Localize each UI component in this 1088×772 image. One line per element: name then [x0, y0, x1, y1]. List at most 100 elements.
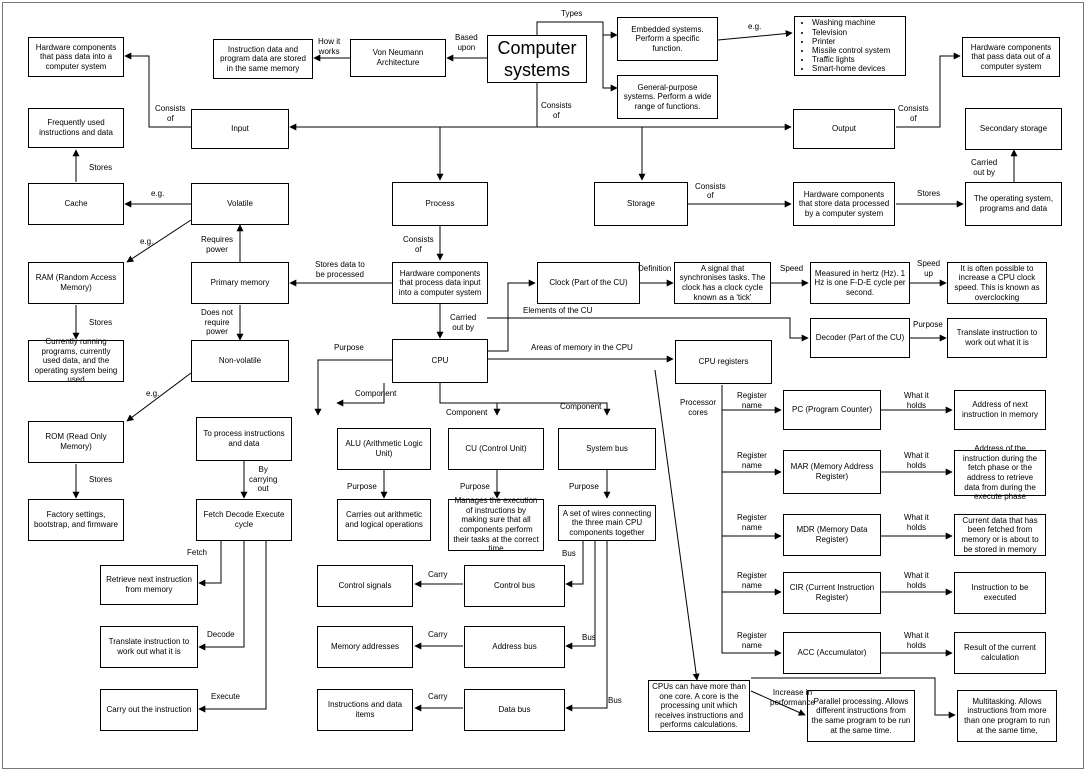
label-purpose-bus: Purpose — [569, 482, 599, 491]
primary-memory-node: Primary memory — [191, 262, 289, 304]
label-consists-of-main: Consists of — [541, 101, 572, 120]
hw-input-node: Hardware components that pass data into … — [28, 37, 124, 77]
mar-holds-node: Address of the instruction during the fe… — [954, 444, 1046, 501]
multitasking-node: Multitasking. Allows instructions from m… — [957, 690, 1057, 742]
label-areas-memory: Areas of memory in the CPU — [531, 343, 633, 352]
hw-process-node: Hardware components that process data in… — [392, 262, 488, 304]
decoder-purpose-node: Translate instruction to work out what i… — [947, 318, 1047, 358]
label-carried-out-by-cpu: Carried out by — [450, 313, 477, 332]
embedded-example-item: Smart-home devices — [812, 64, 890, 73]
embedded-example-item: Washing machine — [812, 18, 890, 27]
label-execute: Execute — [211, 692, 240, 701]
label-does-not-require: Does not require power — [201, 308, 234, 337]
label-carry-data: Carry — [428, 692, 448, 701]
cpu-node: CPU — [392, 339, 488, 383]
embedded-examples-list: Washing machineTelevisionPrinterMissile … — [798, 18, 890, 73]
secondary-storage-node: Secondary storage — [965, 108, 1062, 150]
label-stores-rom: Stores — [89, 475, 113, 484]
label-bus-data: Bus — [608, 696, 622, 705]
output-node: Output — [793, 109, 895, 149]
system-bus-node: System bus — [558, 428, 656, 470]
cu-node: CU (Control Unit) — [448, 428, 544, 470]
cache-node: Cache — [28, 183, 124, 225]
process-node: Process — [392, 182, 488, 226]
pc-holds-node: Address of next instruction in memory — [954, 390, 1046, 430]
alu-purpose-node: Carries out arithmetic and logical opera… — [337, 499, 431, 541]
embedded-examples-node: Washing machineTelevisionPrinterMissile … — [794, 16, 906, 76]
label-consists-of-output: Consists of — [898, 104, 929, 123]
input-node: Input — [191, 109, 289, 149]
to-process-node: To process instructions and data — [196, 417, 292, 461]
frequently-used-node: Frequently used instructions and data — [28, 108, 124, 148]
label-how-it-works: How it works — [318, 37, 341, 56]
clock-definition-node: A signal that synchronises tasks. The cl… — [674, 262, 771, 304]
label-carry-control: Carry — [428, 570, 448, 579]
fetch-step-node: Retrieve next instruction from memory — [100, 565, 198, 605]
parallel-node: Parallel processing. Allows different in… — [807, 690, 915, 742]
rom-stores-node: Factory settings, bootstrap, and firmwar… — [28, 499, 124, 541]
label-increase-performance: Increase in performance — [770, 688, 815, 707]
acc-holds-node: Result of the current calculation — [954, 632, 1046, 674]
acc-node: ACC (Accumulator) — [783, 632, 881, 674]
label-fetch: Fetch — [187, 548, 208, 557]
label-holds-mar: What it holds — [904, 451, 929, 470]
label-decode: Decode — [207, 630, 235, 639]
label-holds-cir: What it holds — [904, 571, 929, 590]
label-stores-cache: Stores — [89, 163, 113, 172]
label-carry-address: Carry — [428, 630, 448, 639]
label-types: Types — [561, 9, 583, 18]
mdr-node: MDR (Memory Data Register) — [783, 514, 881, 556]
label-purpose-cu: Purpose — [460, 482, 490, 491]
alu-node: ALU (Arithmetic Logic Unit) — [337, 428, 431, 470]
cir-holds-node: Instruction to be executed — [954, 572, 1046, 614]
label-component-alu: Component — [355, 389, 397, 398]
label-eg-ram: e.g. — [140, 237, 154, 246]
label-speed: Speed — [780, 264, 804, 273]
data-bus-node: Data bus — [464, 689, 565, 731]
instruction-data-node: Instruction data and program data are st… — [213, 39, 313, 79]
label-purpose-cpu: Purpose — [334, 343, 364, 352]
label-eg-embedded: e.g. — [748, 22, 762, 31]
label-eg-rom: e.g. — [146, 389, 160, 398]
label-stores-processed: Stores data to be processed — [315, 260, 365, 279]
label-register-name-mar: Register name — [737, 451, 767, 470]
label-register-name-mdr: Register name — [737, 513, 767, 532]
hw-storage-node: Hardware components that store data proc… — [793, 182, 895, 226]
ram-stores-node: Currently running programs, currently us… — [28, 337, 124, 384]
decode-step-node: Translate instruction to work out what i… — [100, 626, 198, 668]
label-consists-of-process: Consists of — [403, 235, 434, 254]
hertz-node: Measured in hertz (Hz). 1 Hz is one F-D-… — [810, 262, 910, 304]
embedded-example-item: Printer — [812, 37, 890, 46]
label-consists-of-input: Consists of — [155, 104, 186, 123]
label-of-storage: of — [707, 191, 714, 200]
fde-node: Fetch Decode Execute cycle — [196, 499, 292, 541]
os-programs-node: The operating system, programs and data — [965, 182, 1062, 226]
ram-node: RAM (Random Access Memory) — [28, 262, 124, 304]
address-bus-node: Address bus — [464, 626, 565, 668]
cores-node: CPUs can have more than one core. A core… — [648, 680, 750, 732]
general-purpose-node: General-purpose systems. Perform a wide … — [617, 75, 718, 119]
label-holds-acc: What it holds — [904, 631, 929, 650]
label-holds-pc: What it holds — [904, 391, 929, 410]
label-requires-power: Requires power — [201, 235, 234, 254]
embedded-example-item: Traffic lights — [812, 55, 890, 64]
mar-node: MAR (Memory Address Register) — [783, 450, 881, 494]
embedded-example-item: Missile control system — [812, 46, 890, 55]
label-speed-up: Speed up — [917, 259, 941, 278]
clock-node: Clock (Part of the CU) — [537, 262, 640, 304]
label-holds-mdr: What it holds — [904, 513, 929, 532]
label-register-name-pc: Register name — [737, 391, 767, 410]
label-bus-address: Bus — [582, 633, 596, 642]
label-consists-storage: Consists — [695, 182, 726, 191]
control-bus-node: Control bus — [464, 565, 565, 607]
computer-systems-node: Computer systems — [487, 35, 587, 83]
cpu-registers-node: CPU registers — [675, 340, 772, 384]
execute-step-node: Carry out the instruction — [100, 689, 198, 731]
label-eg-cache: e.g. — [151, 189, 165, 198]
volatile-node: Volatile — [191, 183, 289, 225]
cu-purpose-node: Manages the execution of instructions by… — [448, 496, 544, 553]
label-component-cu: Component — [446, 408, 488, 417]
label-elements-of-cu: Elements of the CU — [523, 306, 593, 315]
